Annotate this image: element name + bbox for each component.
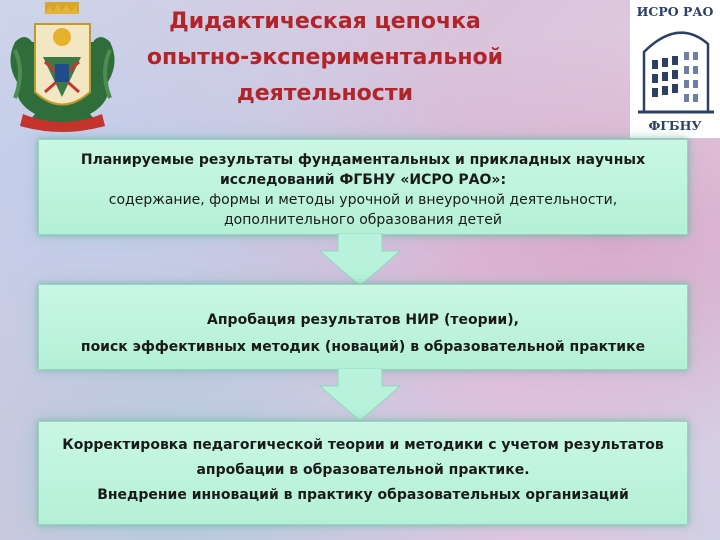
logo-top-text: ИСРО РАО <box>636 4 714 19</box>
step-text: апробации в образовательной практике. <box>196 462 530 478</box>
logo-bottom-text: ФГБНУ <box>648 118 702 133</box>
step-text: Апробация результатов НИР (теории), <box>207 312 519 328</box>
isro-rao-logo: ИСРО РАО ФГБНУ <box>630 0 720 138</box>
step-text: Корректировка педагогической теории и ме… <box>62 437 664 453</box>
chain-step-planned-results: Планируемые результаты фундаментальных и… <box>38 139 688 235</box>
page-title: Дидактическая цепочка опытно-эксперимент… <box>120 4 530 112</box>
step-text: содержание, формы и методы урочной и вне… <box>108 192 618 208</box>
chain-step-approbation: Апробация результатов НИР (теории), поис… <box>38 284 688 370</box>
down-arrow-icon <box>318 233 402 287</box>
step-text: Планируемые результаты фундаментальных и… <box>80 152 646 168</box>
step-text: дополнительного образования детей <box>223 212 502 228</box>
building-icon <box>638 31 714 114</box>
title-line: деятельности <box>236 81 414 106</box>
step-text: Внедрение инноваций в практику образоват… <box>97 487 629 503</box>
coat-of-arms-emblem <box>10 2 115 132</box>
step-text: исследований ФГБНУ «ИСРО РАО»: <box>219 172 507 188</box>
chain-step-correction: Корректировка педагогической теории и ме… <box>38 421 688 525</box>
down-arrow-icon <box>318 368 402 422</box>
title-line: опытно-экспериментальной <box>146 45 504 70</box>
title-line: Дидактическая цепочка <box>169 9 481 34</box>
step-text: поиск эффективных методик (новаций) в об… <box>80 339 646 355</box>
